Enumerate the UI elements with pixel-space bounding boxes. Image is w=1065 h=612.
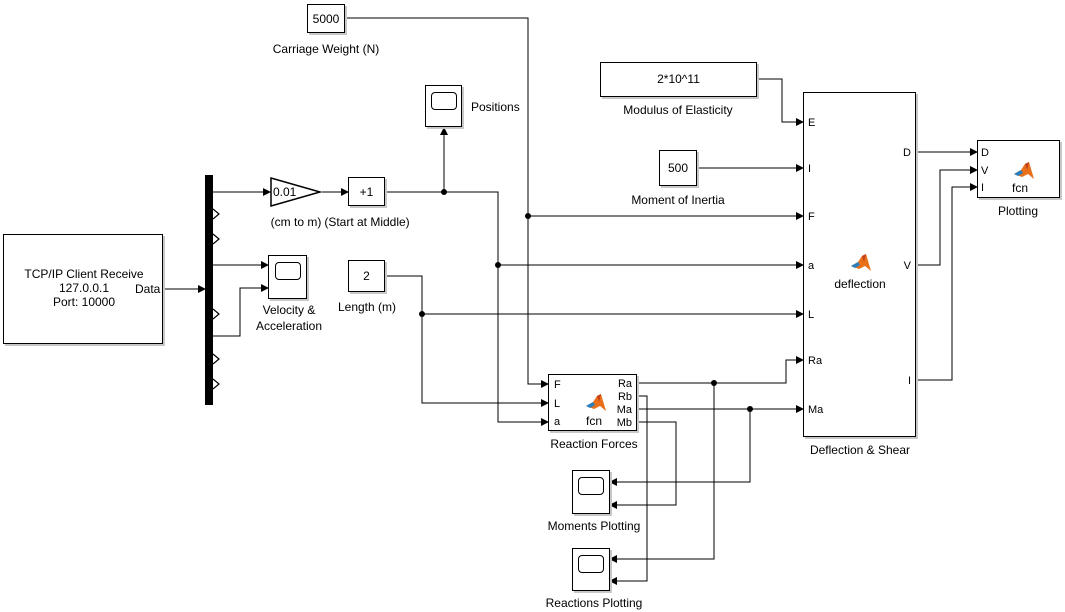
deflection-in-a: a [808,260,815,272]
wire-weight-to-reaction [345,17,549,388]
tcp-ip: 127.0.0.1 [58,281,110,295]
junction-position [495,262,501,268]
reaction-fn-name: fcn [585,414,603,428]
plotting-label: Plotting [997,204,1039,218]
velocity-label-1: Velocity & [262,303,316,317]
plotting-block[interactable]: D V I fcn [977,140,1060,198]
junction-bias [441,189,447,195]
junction-length [419,311,425,317]
tcp-port: Port: 10000 [52,295,116,309]
wire-modulus-to-deflection-e [757,78,804,126]
deflection-in-ma: Ma [808,404,824,416]
wire-v-to-plotting [916,166,978,266]
deflection-in-f: F [808,211,815,223]
positions-scope[interactable] [425,85,462,127]
tcp-client-receive-block[interactable]: TCP/IP Client Receive 127.0.0.1 Port: 10… [3,234,163,344]
deflection-in-e: E [808,117,816,129]
reaction-out-rb: Rb [617,391,632,403]
wire-bias-branch [444,191,549,426]
reactions-plotting-label: Reactions Plotting [545,596,643,610]
gain-block [270,177,323,207]
bias-block[interactable]: +1 [348,177,385,206]
junction-ma [747,406,753,412]
plotting-fn-name: fcn [1011,181,1029,195]
modulus-label: Modulus of Elasticity [623,103,733,117]
moments-plotting-scope[interactable] [572,470,610,514]
modulus-value: 2*10^11 [657,72,700,86]
scope-icon [578,555,604,573]
modulus-block[interactable]: 2*10^11 [600,62,757,97]
deflection-shear-block[interactable]: E I F a L Ra Ma D V I deflection [803,92,916,437]
reaction-in-f: F [554,379,561,391]
wire-bias-to-positions [385,127,448,193]
carriage-weight-value: 5000 [312,12,340,26]
length-value: 2 [363,269,370,283]
wire-length-to-deflection-l [385,275,804,318]
length-label: Length (m) [337,300,397,314]
gain-label: (cm to m) [270,215,322,229]
wire-ra-to-reactions-scope [609,383,715,563]
reaction-label: Reaction Forces [550,437,638,451]
reaction-out-mb: Mb [616,417,632,429]
tcp-title: TCP/IP Client Receive [24,267,144,281]
junction-ra [711,380,717,386]
demux-bar [205,175,213,405]
reaction-out-ma: Ma [616,404,632,416]
positions-label: Positions [471,100,520,114]
junction-weight [525,213,531,219]
gain-value: 0.01 [273,185,297,199]
deflection-in-i: I [808,163,812,175]
velocity-acceleration-scope[interactable] [268,255,307,299]
deflection-out-v: V [903,260,911,272]
plotting-in-i: I [981,182,985,194]
matlab-icon [586,394,606,411]
matlab-icon [851,254,871,271]
carriage-weight-label: Carriage Weight (N) [272,42,380,56]
reaction-out-ra: Ra [617,378,632,390]
scope-icon [275,262,301,280]
deflection-out-i: I [907,375,911,387]
wire-i-to-plotting [916,183,978,381]
wire-length-to-reaction-l [421,314,549,407]
wire-mb-to-moments-scope [609,421,677,509]
carriage-weight-block[interactable]: 5000 [307,4,345,33]
reaction-in-a: a [554,416,561,428]
deflection-out-d: D [903,147,911,159]
plotting-in-d: D [981,147,989,159]
deflection-label: Deflection & Shear [809,443,911,457]
scope-icon [578,477,604,495]
deflection-in-l: L [808,309,815,321]
deflection-in-ra: Ra [808,355,823,367]
plotting-in-v: V [981,165,989,177]
wire-rb-to-reactions-scope [609,395,648,585]
reaction-in-l: L [554,398,561,410]
reactions-plotting-scope[interactable] [572,548,610,591]
scope-icon [431,92,457,110]
inertia-block[interactable]: 500 [659,150,697,186]
wire-ma-to-moments-scope [609,409,751,486]
length-block[interactable]: 2 [348,260,385,292]
velocity-label-2: Acceleration [255,319,323,333]
moments-plotting-label: Moments Plotting [547,519,641,533]
inertia-label: Moment of Inertia [631,193,725,207]
deflection-fn-name: deflection [834,277,886,291]
demux-output-ports [212,208,220,390]
reaction-forces-block[interactable]: F L a Ra Rb Ma Mb fcn [548,374,637,431]
wire-ra-to-deflection [637,356,804,384]
bias-value: +1 [359,185,374,199]
inertia-value: 500 [667,161,689,175]
bias-label: (Start at Middle) [324,215,410,229]
matlab-icon [1014,162,1034,179]
tcp-out-port: Data [135,282,161,296]
wire-demux-to-velocity-2 [213,284,269,337]
